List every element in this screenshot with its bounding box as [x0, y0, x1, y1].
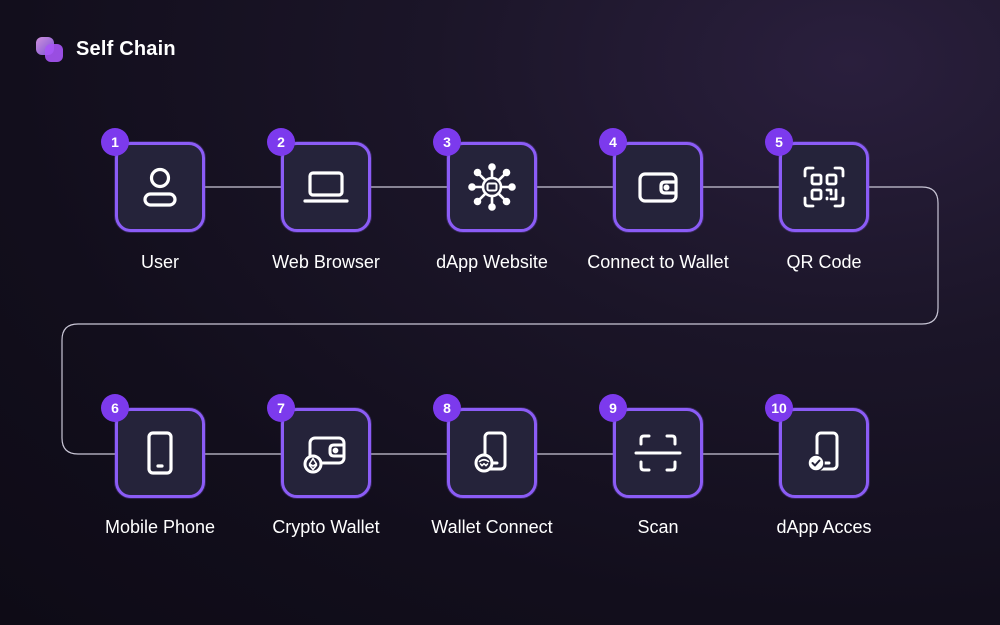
step-label: Connect to Wallet [587, 252, 729, 272]
crypto-wallet-icon [303, 436, 346, 474]
step-label: Web Browser [272, 252, 380, 272]
phone-check-icon [807, 431, 839, 472]
step-number-badge: 2 [267, 128, 295, 156]
step-5: 5 [765, 128, 869, 232]
step-number-badge: 5 [765, 128, 793, 156]
step-tile [115, 142, 205, 232]
step-tile [447, 408, 537, 498]
step-1: 1 [101, 128, 205, 232]
network-icon [468, 163, 516, 211]
step-label: dApp Website [436, 252, 548, 272]
step-number-badge: 10 [765, 394, 793, 422]
step-4: 4 [599, 128, 703, 232]
step-number-badge: 6 [101, 394, 129, 422]
phone-icon [147, 431, 173, 475]
step-label: Scan [637, 517, 679, 537]
step-number-badge: 9 [599, 394, 627, 422]
step-tile [447, 142, 537, 232]
walletconnect-phone-icon [474, 431, 507, 473]
step-tile [613, 408, 703, 498]
step-label: QR Code [786, 252, 862, 272]
step-3: 3 [433, 128, 537, 232]
step-label: Wallet Connect [431, 517, 553, 537]
user-icon [143, 167, 177, 207]
step-label: User [140, 252, 179, 272]
step-number-badge: 7 [267, 394, 295, 422]
step-tile [779, 408, 869, 498]
laptop-icon [303, 171, 349, 203]
step-label: Mobile Phone [104, 517, 216, 537]
step-6: 6 [101, 394, 205, 498]
step-label: dApp Acces [776, 517, 872, 537]
step-number-badge: 1 [101, 128, 129, 156]
step-10: 10 [765, 394, 869, 498]
step-7: 7 [267, 394, 371, 498]
qr-code-icon [803, 166, 845, 208]
brand: Self Chain [34, 33, 176, 65]
step-tile [115, 408, 205, 498]
step-number-badge: 3 [433, 128, 461, 156]
step-label: Crypto Wallet [272, 517, 380, 537]
step-tile [281, 142, 371, 232]
step-2: 2 [267, 128, 371, 232]
step-number-badge: 8 [433, 394, 461, 422]
scan-icon [634, 434, 682, 472]
wallet-icon [638, 172, 678, 203]
self-chain-logo-icon [36, 37, 63, 62]
step-tile [281, 408, 371, 498]
step-number-badge: 4 [599, 128, 627, 156]
step-8: 8 [433, 394, 537, 498]
step-tile [779, 142, 869, 232]
step-tile [613, 142, 703, 232]
step-9: 9 [599, 394, 703, 498]
brand-name: Self Chain [76, 37, 176, 60]
